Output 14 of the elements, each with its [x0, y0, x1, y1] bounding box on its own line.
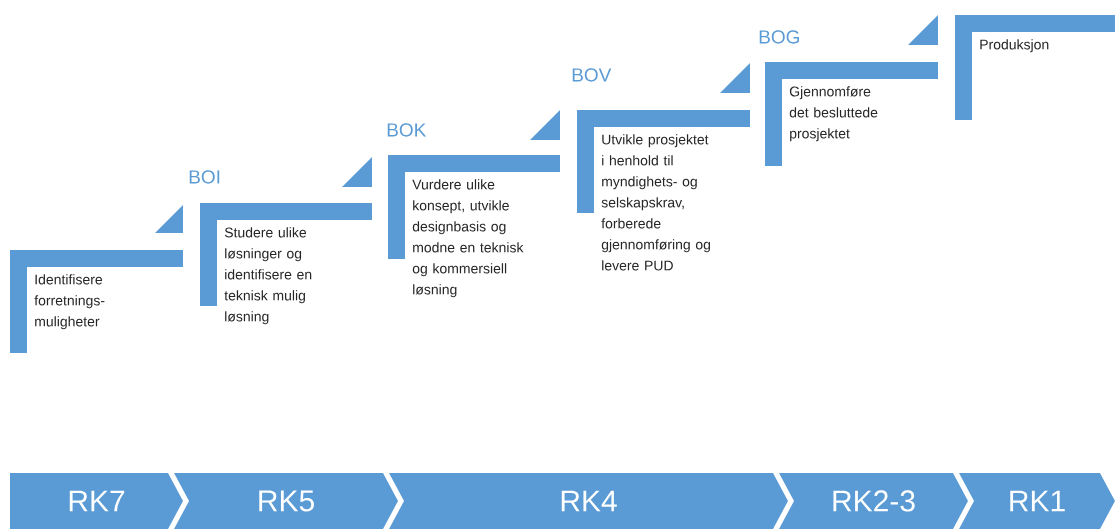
node-label: og kommersiell løsning — [412, 263, 507, 298]
gate-triangle: BOI — [155, 170, 220, 233]
phase-band: RK1 — [959, 473, 1115, 529]
phase-band: RK5 — [174, 473, 398, 529]
phase-band: RK2-3 — [779, 473, 968, 529]
node-label: BOV — [572, 68, 612, 82]
node-label: BOK — [387, 123, 427, 137]
node-label: BOI — [189, 170, 220, 184]
phase-band: RK4 — [389, 473, 788, 529]
phase-band: RK7 — [10, 473, 183, 529]
node-label: løsning — [225, 311, 269, 325]
node-label: forberede gjennomføring og levere PUD — [601, 218, 711, 271]
node-label: BOG — [759, 30, 800, 44]
gate-triangle — [908, 15, 938, 45]
